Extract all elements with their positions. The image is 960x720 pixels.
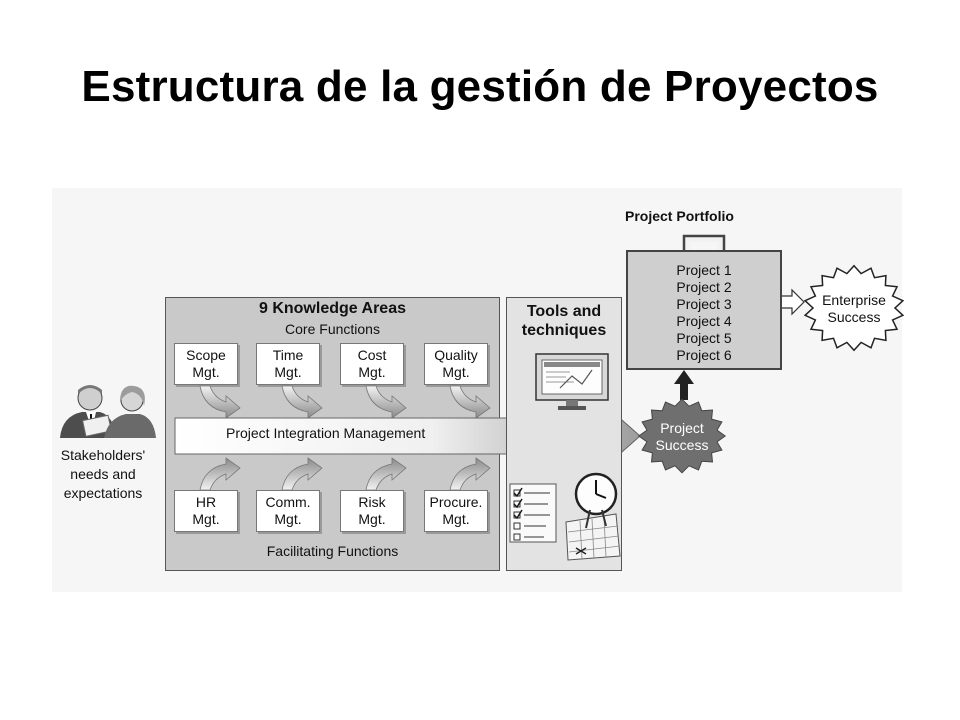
area-label-line2: Mgt.: [358, 364, 386, 380]
core-down-arrows: [199, 385, 491, 419]
checklist-icon: [509, 483, 557, 543]
area-label-line1: Comm.: [265, 494, 311, 510]
cost-mgt-box: Cost Mgt.: [340, 343, 404, 385]
hr-up-arrow: [199, 457, 241, 491]
area-label-line2: Mgt.: [274, 511, 302, 527]
procure-up-arrow: [449, 457, 491, 491]
slide-title: Estructura de la gestión de Proyectos: [81, 62, 879, 111]
portfolio-project-item: Project 3: [676, 296, 732, 312]
enterprise-success-line2: Success: [827, 309, 881, 325]
area-label-line1: Procure.: [429, 494, 483, 510]
portfolio-briefcase: [626, 250, 782, 370]
enterprise-success-label: Enterprise Success: [800, 292, 908, 326]
project-portfolio-title: Project Portfolio: [625, 208, 734, 224]
area-label-line2: Mgt.: [442, 511, 470, 527]
cost-down-arrow: [365, 385, 407, 419]
comm-mgt-box: Comm. Mgt.: [256, 490, 320, 532]
portfolio-project-item: Project 6: [676, 347, 732, 363]
risk-up-arrow: [365, 457, 407, 491]
knowledge-areas-title: 9 Knowledge Areas: [258, 300, 406, 317]
area-label-line2: Mgt.: [442, 364, 470, 380]
area-label-line2: Mgt.: [274, 364, 302, 380]
area-label-line2: Mgt.: [358, 511, 386, 527]
portfolio-project-item: Project 1: [676, 262, 732, 278]
enterprise-success-line1: Enterprise: [822, 292, 886, 308]
portfolio-project-item: Project 5: [676, 330, 732, 346]
stakeholders-line3: expectations: [63, 485, 143, 501]
integration-label: Project Integration Management: [226, 425, 426, 441]
procure-mgt-box: Procure. Mgt.: [424, 490, 488, 532]
scope-mgt-box: Scope Mgt.: [174, 343, 238, 385]
area-label-line2: Mgt.: [192, 511, 220, 527]
stakeholders-label: Stakeholders' needs and expectations: [52, 446, 154, 503]
tools-title-line1: Tools and: [526, 303, 602, 320]
area-label-line1: Time: [272, 347, 304, 363]
project-success-burst: [637, 398, 727, 474]
hr-mgt-box: HR Mgt.: [174, 490, 238, 532]
tools-techniques-title: Tools and techniques: [506, 302, 622, 340]
facilitating-up-arrows: [199, 457, 491, 491]
success-to-portfolio-arrow: [674, 370, 694, 400]
area-label-line1: Risk: [358, 494, 386, 510]
project-success-line2: Success: [655, 437, 709, 453]
enterprise-success-burst: [803, 264, 905, 352]
stakeholders-people-icon: [60, 385, 156, 438]
area-label-line2: Mgt.: [192, 364, 220, 380]
project-success-line1: Project: [660, 420, 704, 436]
area-label-line1: HR: [195, 494, 217, 510]
quality-down-arrow: [449, 385, 491, 419]
facilitating-functions-title: Facilitating Functions: [266, 543, 399, 559]
risk-mgt-box: Risk Mgt.: [340, 490, 404, 532]
comm-up-arrow: [281, 457, 323, 491]
time-mgt-box: Time Mgt.: [256, 343, 320, 385]
quality-mgt-box: Quality Mgt.: [424, 343, 488, 385]
area-label-line1: Quality: [434, 347, 478, 363]
core-functions-title: Core Functions: [285, 321, 380, 337]
area-label-line1: Cost: [357, 347, 387, 363]
portfolio-project-item: Project 2: [676, 279, 732, 295]
area-label-line1: Scope: [186, 347, 226, 363]
clock-calendar-icon: [565, 472, 621, 561]
stakeholders-line2: needs and: [70, 466, 136, 482]
portfolio-project-item: Project 4: [676, 313, 732, 329]
project-success-label: Project Success: [634, 420, 730, 454]
tools-title-line2: techniques: [521, 322, 607, 339]
time-down-arrow: [281, 385, 323, 419]
portfolio-to-enterprise-arrow: [779, 288, 805, 316]
scope-down-arrow: [199, 385, 241, 419]
stakeholders-line1: Stakeholders': [60, 447, 146, 463]
computer-monitor-icon: [535, 353, 609, 410]
